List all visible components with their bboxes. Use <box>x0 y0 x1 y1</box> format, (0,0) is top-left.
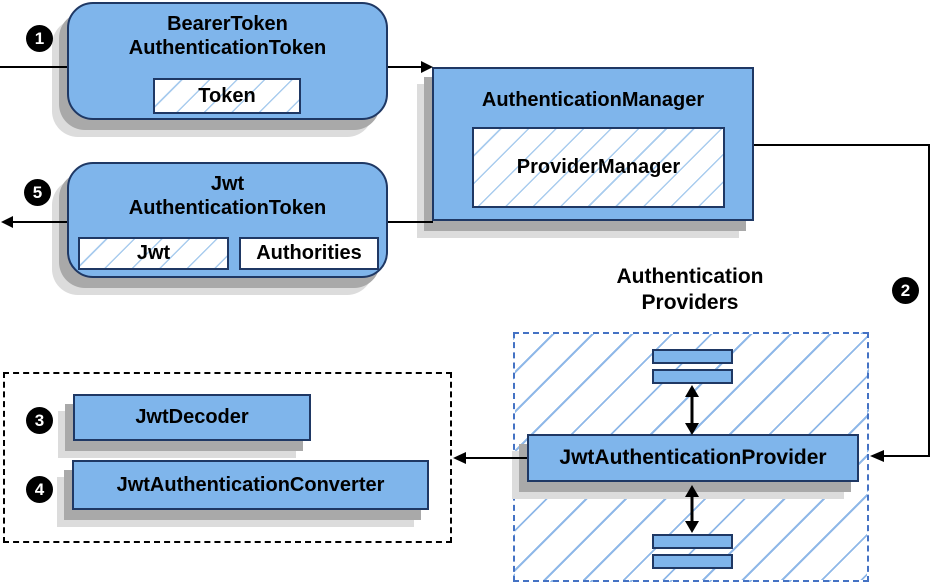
jwt-authentication-converter-label: JwtAuthenticationConverter <box>116 473 385 496</box>
authentication-providers-label-line2: Providers <box>641 291 739 314</box>
authorities-inner-box: Authorities <box>239 237 379 270</box>
jwt-authentication-token-box: Jwt AuthenticationToken Jwt Authorities <box>67 162 388 278</box>
authorities-label: Authorities <box>256 242 362 264</box>
jwt-authentication-provider-box: JwtAuthenticationProvider <box>527 434 859 482</box>
authentication-manager-box: AuthenticationManager ProviderManager <box>432 67 754 221</box>
jwt-authentication-converter-box: JwtAuthenticationConverter <box>72 460 429 510</box>
jwt-token-title-line2: AuthenticationToken <box>128 197 327 219</box>
jwt-token-title-line1: Jwt <box>210 173 245 195</box>
jwt-decoder-box: JwtDecoder <box>73 394 311 441</box>
jwt-decoder-label: JwtDecoder <box>135 406 249 428</box>
provider-slot-bar <box>652 369 733 384</box>
step-3-number: 3 <box>34 410 45 430</box>
flow-arrow-bearer-to-manager <box>388 61 433 73</box>
token-inner-box: Token <box>153 78 301 114</box>
bearer-token-title-line2: AuthenticationToken <box>128 37 327 59</box>
authentication-providers-label: Authentication Providers <box>540 264 840 316</box>
step-4-number: 4 <box>34 479 45 499</box>
provider-manager-inner-box: ProviderManager <box>472 127 725 208</box>
bearer-token-title-line1: BearerToken <box>167 13 288 35</box>
jwt-authentication-provider-label: JwtAuthenticationProvider <box>559 446 827 469</box>
token-label: Token <box>198 84 256 107</box>
bearer-token-authentication-token-box: BearerToken AuthenticationToken Token <box>67 2 388 120</box>
provider-manager-label: ProviderManager <box>516 156 681 178</box>
step-2-badge: 2 <box>892 277 919 304</box>
step-3-badge: 3 <box>26 407 53 434</box>
step-4-badge: 4 <box>26 476 53 503</box>
step-5-badge: 5 <box>24 179 51 206</box>
step-1-badge: 1 <box>26 25 53 52</box>
step-2-number: 2 <box>900 280 911 300</box>
step-1-number: 1 <box>34 28 45 48</box>
jwt-token-box-title: Jwt AuthenticationToken <box>69 172 386 220</box>
flow-arrow-jwt-token-out <box>1 216 67 228</box>
jwt-label: Jwt <box>136 242 171 264</box>
bearer-token-box-title: BearerToken AuthenticationToken <box>69 12 386 60</box>
decoder-converter-group <box>3 372 452 543</box>
provider-slot-bar <box>652 554 733 569</box>
step-5-number: 5 <box>32 182 43 202</box>
authentication-providers-label-line1: Authentication <box>616 265 764 288</box>
jwt-inner-box: Jwt <box>78 237 229 270</box>
provider-slot-bar <box>652 349 733 364</box>
authentication-manager-title: AuthenticationManager <box>481 89 705 111</box>
provider-slot-bar <box>652 534 733 549</box>
